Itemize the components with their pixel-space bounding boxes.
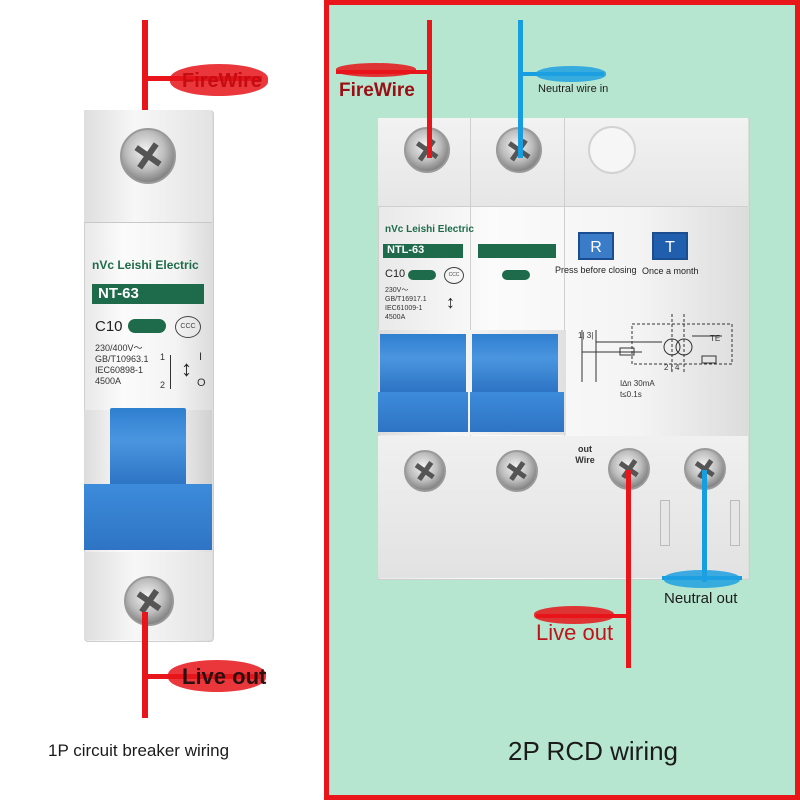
- spec-line: 4500A: [95, 376, 122, 386]
- firewire-brush: [170, 64, 268, 96]
- rcd-ccc-mark: CCC: [444, 267, 464, 284]
- rcd-test-label: T: [665, 239, 675, 256]
- rcd-firewire-brush: [336, 63, 416, 77]
- spec-line: 230/400V～: [95, 343, 143, 353]
- rcd-neutral-in-wire: [518, 20, 523, 158]
- rcd-lever-base-n: [470, 392, 564, 432]
- rcd-top-blank: [588, 126, 636, 174]
- breaker-1p-ccc-text: CCC: [180, 323, 196, 330]
- breaker-1p-switch-symbol: [170, 355, 179, 389]
- spec-line: IEC61009-1: [385, 305, 423, 312]
- rcd-liveout-wire: [626, 470, 631, 668]
- rcd-neutral-in-brush: [536, 66, 606, 82]
- spec-line: 230V～: [385, 287, 409, 294]
- rcd-te: TE: [710, 334, 721, 343]
- breaker-1p-lever[interactable]: [110, 408, 186, 488]
- rcd-lever-l[interactable]: [380, 334, 466, 394]
- rcd-model: NTL-63: [387, 244, 425, 256]
- rcd-test-button[interactable]: T: [652, 232, 688, 260]
- rcd-terminal-pin-1: [660, 500, 670, 546]
- caption-1p: 1P circuit breaker wiring: [48, 741, 230, 760]
- rcd-ccc-text: CCC: [448, 272, 460, 278]
- rcd-out-wire-label: out Wire: [575, 444, 595, 465]
- rcd-bottom-screw-2: [496, 450, 538, 492]
- rcd-ian: I∆n 30mA: [620, 379, 655, 388]
- firewire-label-left: FireWire: [182, 70, 262, 92]
- breaker-1p-term-top: 1: [160, 352, 166, 362]
- rcd-liveout-label: Live out: [536, 620, 614, 645]
- rcd-reset-button[interactable]: R: [578, 232, 614, 260]
- breaker-1p-specs: 230/400V～ GB/T10963.1 IEC60898-1 4500A: [95, 343, 149, 387]
- breaker-1p-brand: nVc Leishi Electric: [92, 258, 199, 272]
- rcd-brand: nVc Leishi Electric: [385, 224, 474, 235]
- rcd-firewire-label: FireWire: [339, 80, 415, 101]
- breaker-1p-bottom-screw: [124, 576, 174, 626]
- rcd-lever-n[interactable]: [472, 334, 558, 394]
- rcd-term-24: 2 | 4: [664, 363, 680, 372]
- rcd-once-a-month: Once a month: [642, 266, 699, 276]
- breaker-1p-on-mark: I: [199, 351, 203, 363]
- rcd-liveout-brush: [534, 606, 614, 624]
- rcd-model-bar-2: [478, 244, 556, 258]
- rcd-firewire-wire: [427, 20, 432, 158]
- breaker-1p-rating: C10: [95, 318, 123, 335]
- breaker-1p-indicator: [128, 319, 166, 333]
- rcd-rating: C10: [385, 268, 406, 280]
- rcd-indicator-2: [502, 270, 530, 280]
- liveout-label-left: Live out: [182, 664, 267, 689]
- rcd-neutral-out-brush: [664, 570, 740, 588]
- breaker-1p-model: NT-63: [98, 285, 139, 302]
- rcd-press-before-closing: Press before closing: [555, 265, 637, 275]
- rcd-neutral-in-label: Neutral wire in: [538, 83, 609, 95]
- rcd-specs: 230V～ GB/T16917.1 IEC61009-1 4500A: [385, 286, 427, 322]
- breaker-1p-arrow-icon: ↕: [181, 356, 192, 381]
- rcd-trip-time: t≤0.1s: [620, 390, 642, 399]
- rcd-reset-label: R: [590, 239, 602, 256]
- rcd-neutral-out-wire: [702, 470, 707, 582]
- rcd-indicator-1: [408, 270, 436, 280]
- firewire-top-wire: [142, 20, 148, 155]
- rcd-schematic: [581, 314, 733, 382]
- spec-line: 4500A: [385, 314, 406, 321]
- breaker-1p-off-mark: O: [197, 377, 206, 389]
- spec-line: GB/T16917.1: [385, 296, 427, 303]
- rcd-term-13: 1| 3|: [578, 331, 594, 340]
- rcd-terminal-pin-2: [730, 500, 740, 546]
- rcd-arrow-icon: ↕: [446, 292, 455, 312]
- rcd-bottom-screw-1: [404, 450, 446, 492]
- spec-line: IEC60898-1: [95, 365, 144, 375]
- rcd-neutral-out-label: Neutral out: [664, 590, 738, 607]
- breaker-1p-term-bot: 2: [160, 380, 166, 390]
- breaker-1p-model-bar: NT-63: [92, 284, 204, 304]
- rcd-lever-base-l: [378, 392, 468, 432]
- breaker-1p-ccc-mark: CCC: [175, 316, 201, 338]
- breaker-1p-top-screw: [120, 128, 176, 184]
- breaker-1p-lever-base: [84, 484, 212, 550]
- caption-2p: 2P RCD wiring: [508, 736, 679, 766]
- spec-line: GB/T10963.1: [95, 354, 149, 364]
- liveout-brush-left: [168, 660, 266, 692]
- rcd-model-bar: NTL-63: [383, 244, 463, 258]
- liveout-wire-left: [142, 612, 148, 718]
